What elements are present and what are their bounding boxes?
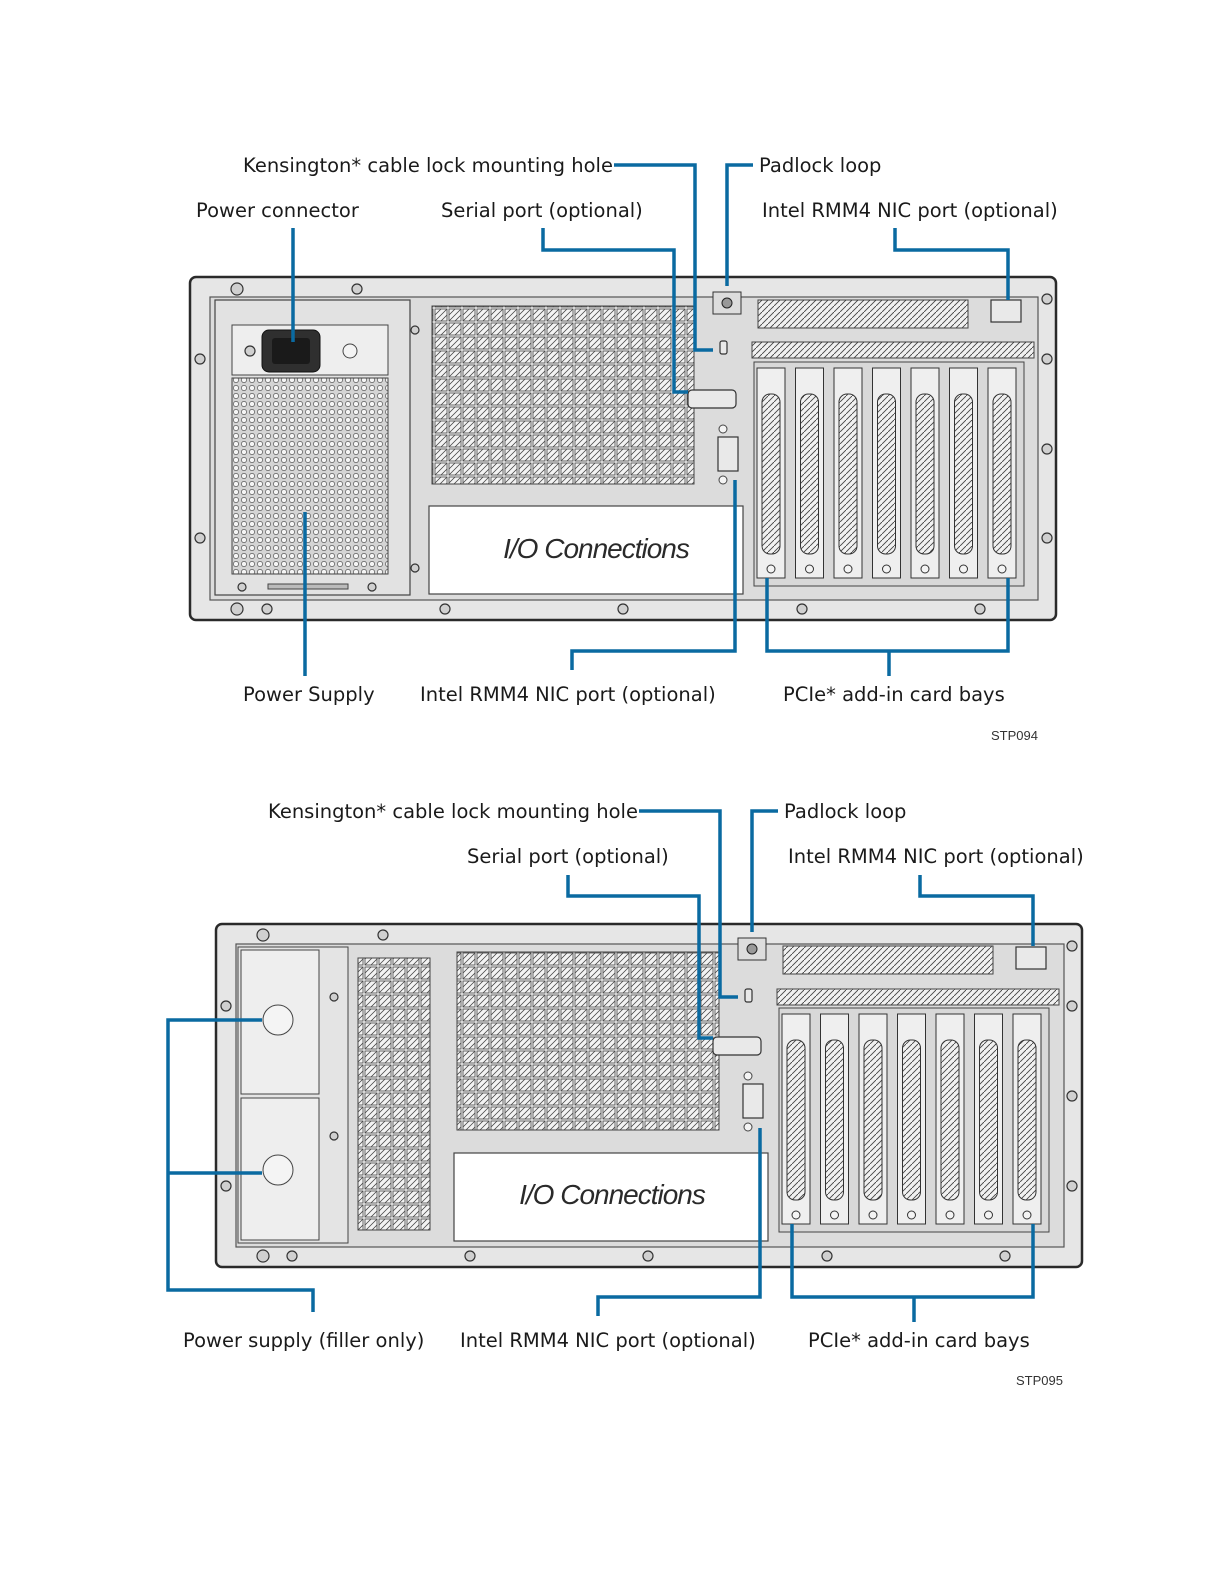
pcie-upper-vent	[757, 299, 969, 329]
rmm4-port-icon	[717, 436, 739, 472]
kensington-hole-icon	[719, 340, 728, 355]
figure-1: I/O Connections	[188, 154, 1058, 743]
label-rmm4-bottom: Intel RMM4 NIC port (optional)	[460, 1329, 756, 1352]
label-padlock-loop: Padlock loop	[784, 800, 906, 823]
pcie-card-bays	[753, 361, 1025, 587]
label-serial-port: Serial port (optional)	[467, 845, 669, 868]
callout-lines-1	[291, 163, 1010, 676]
label-kensington: Kensington* cable lock mounting hole	[268, 800, 638, 823]
label-power-connector: Power connector	[196, 199, 360, 222]
callout-lines-2	[166, 809, 1035, 1322]
io-connections-label: I/O Connections	[503, 533, 690, 564]
figure-code: STP095	[1016, 1373, 1063, 1388]
label-rmm4-top: Intel RMM4 NIC port (optional)	[762, 199, 1058, 222]
label-power-supply-filler: Power supply (filler only)	[183, 1329, 424, 1352]
figure-2: I/O Connections	[166, 800, 1084, 1388]
io-connections-label: I/O Connections	[519, 1179, 706, 1210]
io-connections-area	[428, 505, 744, 595]
serial-port-icon	[712, 1036, 762, 1056]
figure-code: STP094	[991, 728, 1038, 743]
pcie-upper-vent	[782, 945, 994, 975]
label-rmm4-top: Intel RMM4 NIC port (optional)	[788, 845, 1084, 868]
label-pcie-bays: PCIe* add-in card bays	[808, 1329, 1030, 1352]
power-supply-filler	[237, 928, 431, 1263]
label-rmm4-bottom: Intel RMM4 NIC port (optional)	[420, 683, 716, 706]
kensington-hole-icon	[744, 988, 753, 1003]
vent-grille	[456, 951, 720, 1131]
rmm4-nic-port-top-icon	[990, 299, 1022, 323]
rmm4-port-icon	[742, 1083, 764, 1119]
pcie-card-bays	[778, 1007, 1050, 1233]
serial-port-icon	[687, 389, 737, 409]
vent-grille	[431, 305, 695, 485]
label-padlock-loop: Padlock loop	[759, 154, 881, 177]
power-supply-module	[214, 282, 420, 616]
label-kensington: Kensington* cable lock mounting hole	[243, 154, 613, 177]
label-pcie-bays: PCIe* add-in card bays	[783, 683, 1005, 706]
label-power-supply: Power Supply	[243, 683, 375, 706]
rmm4-nic-port-top-icon	[1015, 946, 1047, 970]
label-serial-port: Serial port (optional)	[441, 199, 643, 222]
io-connections-area	[453, 1152, 769, 1242]
